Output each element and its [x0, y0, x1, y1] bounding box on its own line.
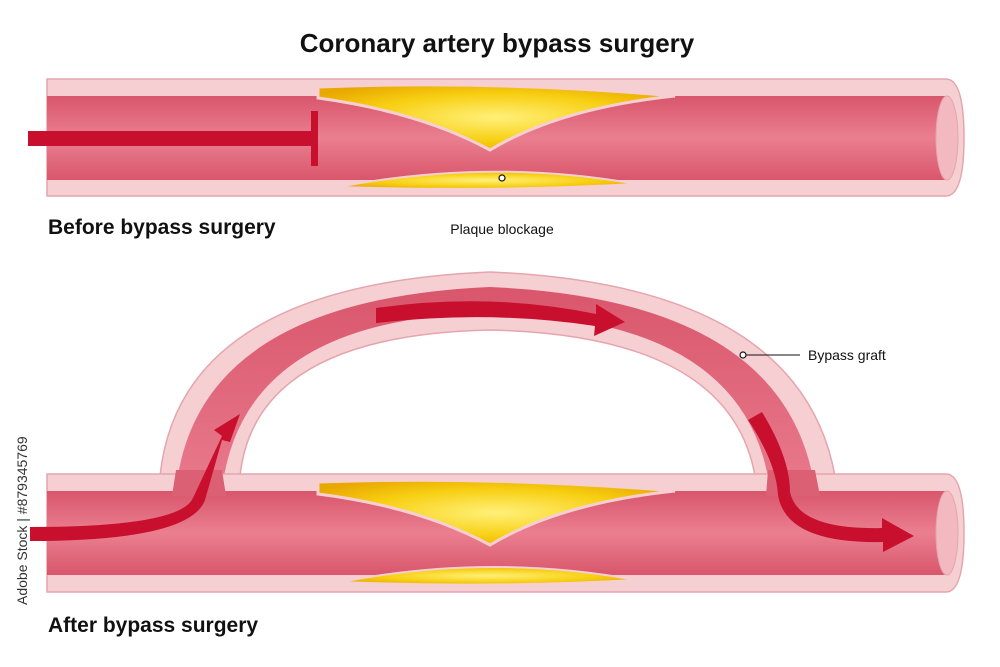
plaque-before-bottom — [337, 170, 637, 190]
graft-junction-left — [172, 470, 226, 496]
plaque-after-top — [316, 478, 676, 547]
graft-callout-dot — [739, 351, 747, 359]
plaque-callout-dot — [498, 174, 506, 182]
blocked-flow-arrow-shaft — [28, 131, 318, 146]
plaque-blockage-label: Plaque blockage — [450, 221, 554, 237]
after-section-label: After bypass surgery — [48, 614, 258, 637]
flow-arrow-exit — [748, 412, 914, 552]
flow-arrow-top — [376, 301, 625, 336]
bypass-graft-label: Bypass graft — [808, 347, 886, 363]
flow-arrow-entry — [30, 414, 240, 541]
artery-after: Bypass graft — [30, 271, 965, 593]
graft-junction-right — [766, 470, 820, 496]
artery-before-opening — [935, 95, 959, 181]
blocked-flow-arrow-bar — [311, 111, 318, 166]
artery-before: Plaque blockage — [28, 78, 965, 237]
artery-after-opening — [935, 490, 959, 576]
side-watermark: Adobe Stock | #879345769 — [14, 436, 30, 605]
plaque-before-top — [316, 83, 676, 152]
bypass-graft-lumen — [176, 287, 815, 490]
before-section-label: Before bypass surgery — [48, 216, 276, 239]
plaque-after-bottom — [339, 566, 637, 586]
diagram-title: Coronary artery bypass surgery — [300, 28, 695, 58]
